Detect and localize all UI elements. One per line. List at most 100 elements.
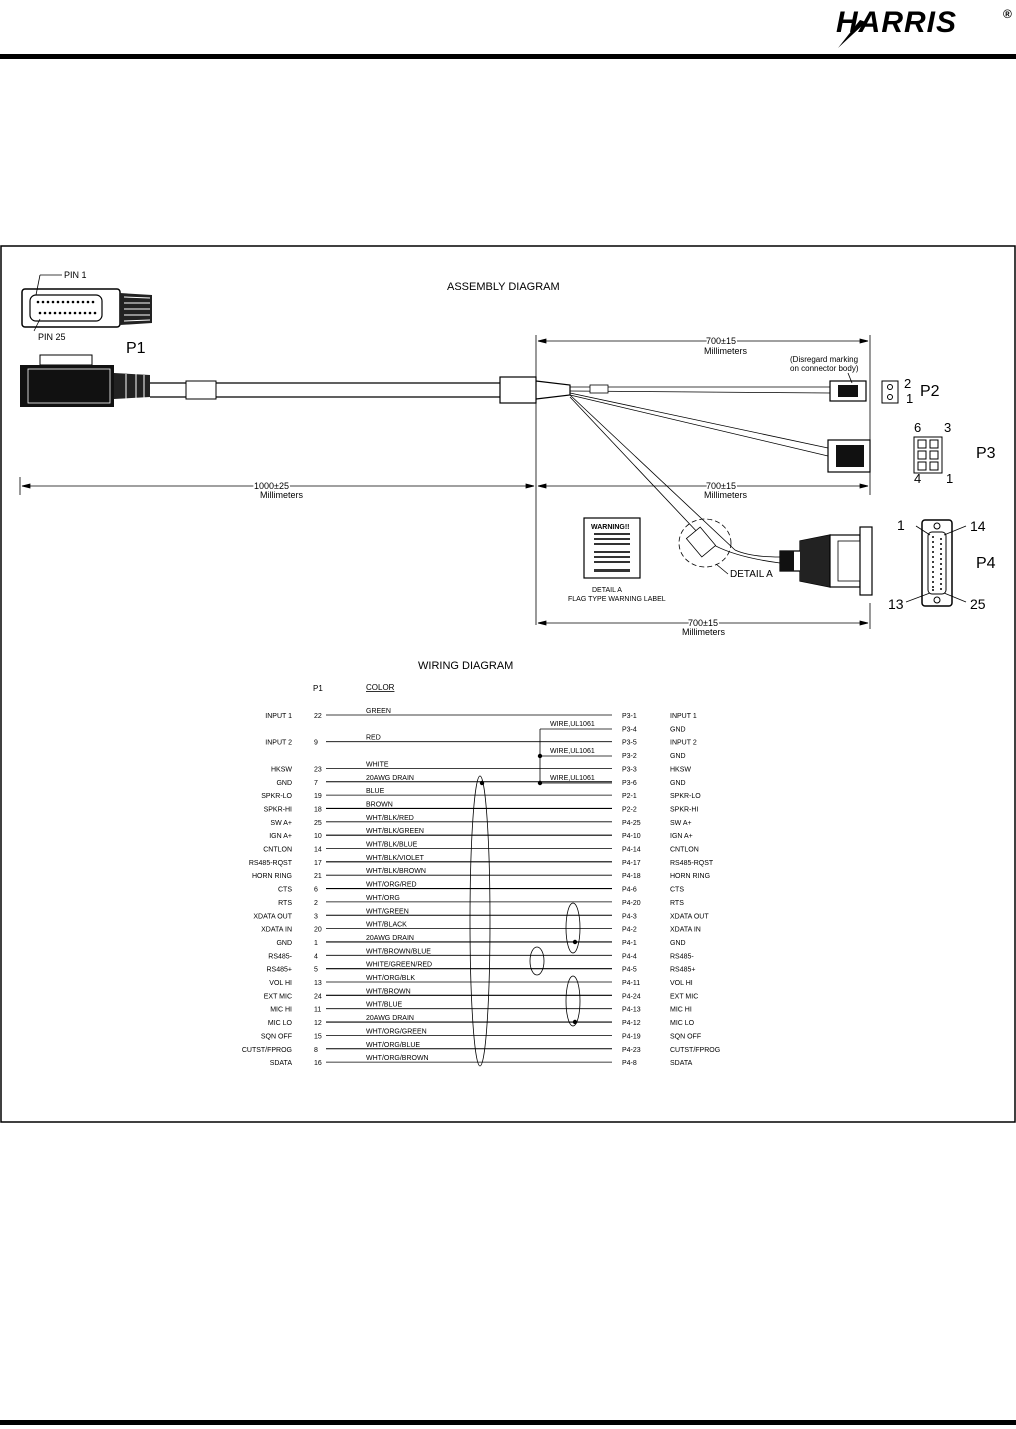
wire-destination: P3-2	[622, 753, 637, 760]
wire-color: BLUE	[366, 788, 385, 795]
wire-color: 20AWG DRAIN	[366, 775, 414, 782]
wire-signal-right: RS485+	[670, 967, 696, 974]
p4-pin-13: 13	[888, 596, 904, 612]
wire-p1-pin: 22	[314, 713, 322, 720]
wire-color: WHT/BLUE	[366, 1002, 403, 1009]
detail-a-callout: DETAIL A	[730, 569, 773, 580]
wire-signal-right: CNTLON	[670, 847, 699, 854]
wire-destination: P4-20	[622, 900, 641, 907]
wire-p1-pin: 19	[314, 793, 322, 800]
wire-signal-right: SPKR-LO	[670, 793, 701, 800]
wire-signal-left: XDATA IN	[261, 927, 292, 934]
detail-a-leader	[715, 563, 729, 575]
wire-destination: P3-6	[622, 780, 637, 787]
wire-signal-left: HKSW	[271, 766, 292, 773]
dimension-lines	[19, 335, 871, 629]
wire-destination: P4-23	[622, 1047, 641, 1054]
wire-signal-right: RTS	[670, 900, 684, 907]
wire-p1-pin: 4	[314, 953, 318, 960]
wire-destination: P2-1	[622, 793, 637, 800]
p1-end-view	[21, 274, 152, 332]
wire-color: WHT/BLK/BROWN	[366, 868, 426, 875]
wire-note-1: WIRE,UL1061	[550, 721, 595, 728]
wire-signal-left: SDATA	[270, 1060, 293, 1067]
wire-destination: P4-8	[622, 1060, 637, 1067]
wire-signal-right: VOL HI	[670, 980, 693, 987]
wire-signal-right: SPKR-HI	[670, 806, 698, 813]
wire-destination: P4-19	[622, 1033, 641, 1040]
wire-signal-left: EXT MIC	[264, 993, 292, 1000]
wire-p1-pin: 5	[314, 967, 318, 974]
wire-signal-left: RTS	[278, 900, 292, 907]
wire-signal-right: RS485-RQST	[670, 860, 714, 867]
wire-p1-pin: 16	[314, 1060, 322, 1067]
wire-color: WHT/BLACK	[366, 922, 407, 929]
main-cable	[150, 376, 571, 404]
p3-pin-3: 3	[944, 420, 951, 435]
wire-destination: P3-3	[622, 766, 637, 773]
wire-p1-pin: 8	[314, 1047, 318, 1054]
wire-signal-left: GND	[276, 780, 292, 787]
assembly-title: ASSEMBLY DIAGRAM	[447, 281, 560, 293]
pin25-label: PIN 25	[38, 332, 66, 342]
wire-p1-pin: 13	[314, 980, 322, 987]
wire-destination: P3-1	[622, 713, 637, 720]
wire-destination: P4-1	[622, 940, 637, 947]
wire-color: WHT/ORG/BLUE	[366, 1042, 420, 1049]
warning-label-detail: WARNING!!	[583, 517, 641, 579]
wire-color: WHT/BROWN	[366, 988, 411, 995]
wire-p1-pin: 6	[314, 887, 318, 894]
wire-destination: P4-10	[622, 833, 641, 840]
wire-signal-left: INPUT 1	[265, 713, 292, 720]
shield-markers	[469, 775, 581, 1067]
wire-destination: P4-4	[622, 953, 637, 960]
wire-color: BROWN	[366, 801, 393, 808]
pin1-label: PIN 1	[64, 270, 87, 280]
wire-note-2: WIRE,UL1061	[550, 748, 595, 755]
wire-color: WHT/BROWN/BLUE	[366, 948, 431, 955]
detail-caption-2: FLAG TYPE WARNING LABEL	[568, 596, 666, 603]
wire-signal-right: RS485-	[670, 953, 694, 960]
p4-pin-14: 14	[970, 518, 986, 534]
wire-signal-right: IGN A+	[670, 833, 693, 840]
wire-signal-right: GND	[670, 780, 686, 787]
wire-p1-pin: 18	[314, 806, 322, 813]
dim-top-units: Millimeters	[704, 346, 748, 356]
wire-signal-left: GND	[276, 940, 292, 947]
wire-destination: P3-5	[622, 740, 637, 747]
p3-pin-4: 4	[914, 471, 921, 486]
p4-pin-25: 25	[970, 596, 986, 612]
wire-signal-right: GND	[670, 726, 686, 733]
p3-branch	[569, 392, 943, 474]
wire-signal-left: CTS	[278, 887, 292, 894]
wire-destination: P3-4	[622, 726, 637, 733]
p4-label: P4	[976, 555, 996, 572]
wiring-col-color: COLOR	[366, 683, 395, 692]
wire-p1-pin: 17	[314, 860, 322, 867]
wire-destination: P4-3	[622, 913, 637, 920]
wire-color: WHT/BLK/VIOLET	[366, 855, 425, 862]
p4-pin-1: 1	[897, 517, 905, 533]
wire-color: WHT/ORG/RED	[366, 882, 417, 889]
wire-destination: P4-11	[622, 980, 640, 987]
wiring-col-p1: P1	[313, 684, 323, 693]
logo-swoosh	[838, 20, 866, 48]
wire-signal-left: SQN OFF	[261, 1033, 292, 1040]
wire-color: WHT/ORG/GREEN	[366, 1028, 427, 1035]
wire-signal-right: GND	[670, 753, 686, 760]
wire-color: GREEN	[366, 708, 391, 715]
wire-destination: P2-2	[622, 806, 637, 813]
wire-signal-right: MIC HI	[670, 1007, 692, 1014]
wire-p1-pin: 7	[314, 780, 318, 787]
wire-color: WHITE/GREEN/RED	[366, 962, 432, 969]
wire-color: WHT/ORG/BROWN	[366, 1055, 429, 1062]
wire-p1-pin: 20	[314, 927, 322, 934]
p2-label: P2	[920, 383, 940, 400]
wire-signal-right: CTS	[670, 887, 684, 894]
wire-p1-pin: 24	[314, 993, 322, 1000]
wire-p1-pin: 12	[314, 1020, 322, 1027]
wire-p1-pin: 14	[314, 847, 322, 854]
wire-p1-pin: 21	[314, 873, 322, 880]
drawing-border	[0, 245, 1016, 1123]
footer-rule	[0, 1420, 1016, 1425]
